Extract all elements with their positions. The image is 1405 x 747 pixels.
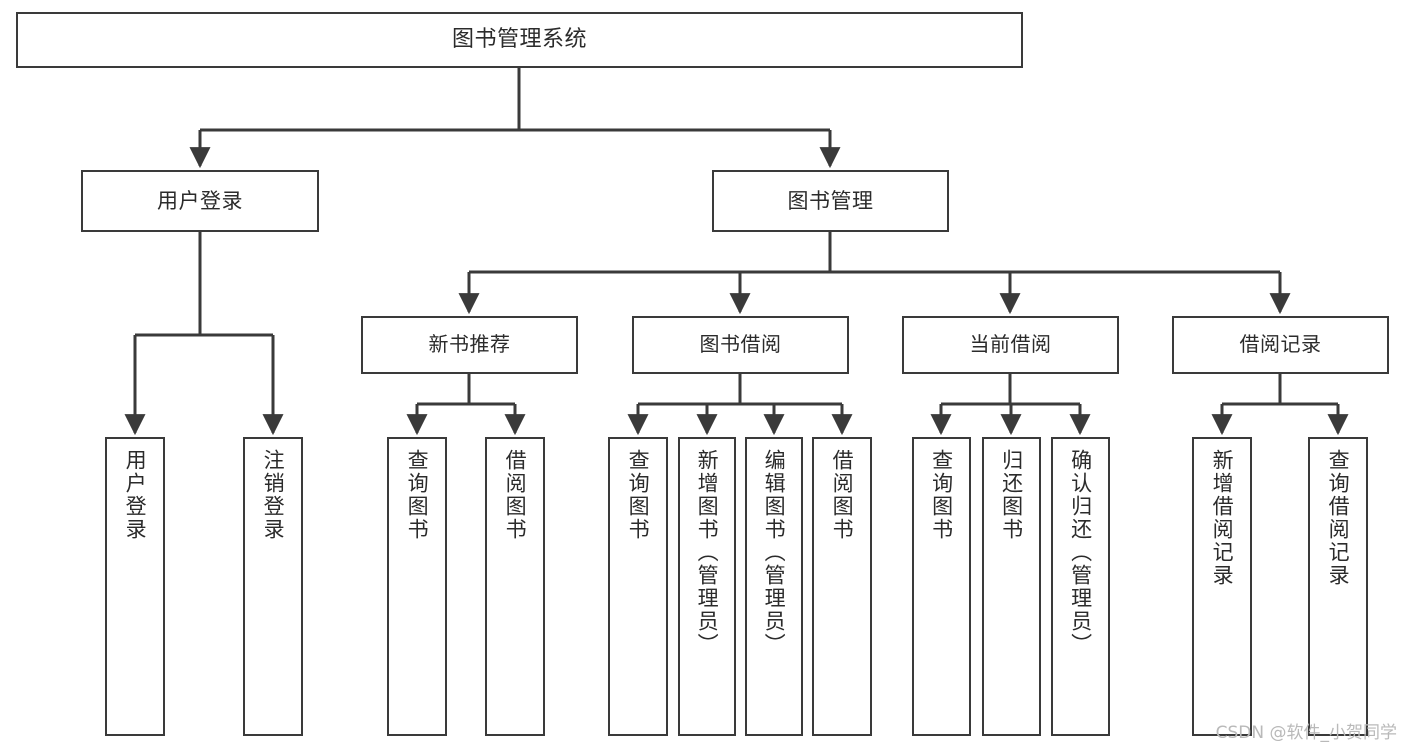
leaf-add-book-admin[interactable]: 新增图书（管理员） (678, 437, 736, 736)
leaf-return-book-label: 归还图书 (999, 449, 1024, 541)
leaf-borrow-book-label: 借阅图书 (830, 449, 855, 541)
leaf-query-book-current-label: 查询图书 (929, 449, 954, 541)
leaf-add-book-admin-label: 新增图书（管理员） (695, 449, 720, 656)
leaf-borrow-book-recommend[interactable]: 借阅图书 (485, 437, 545, 736)
node-borrow-record-label: 借阅记录 (1239, 332, 1322, 357)
node-book-borrow-label: 图书借阅 (699, 332, 782, 357)
node-user-login[interactable]: 用户登录 (81, 170, 319, 232)
leaf-confirm-return-admin-label: 确认归还（管理员） (1068, 449, 1093, 656)
leaf-add-borrow-record-label: 新增借阅记录 (1210, 449, 1235, 587)
leaf-user-login-label: 用户登录 (123, 449, 148, 541)
node-current-borrow-label: 当前借阅 (969, 332, 1052, 357)
leaf-query-book-recommend-label: 查询图书 (405, 449, 430, 541)
node-current-borrow[interactable]: 当前借阅 (902, 316, 1119, 374)
leaf-query-borrow-record-label: 查询借阅记录 (1326, 449, 1351, 587)
leaf-query-book-current[interactable]: 查询图书 (912, 437, 971, 736)
watermark: CSDN @软件_小贺同学 (1215, 723, 1397, 743)
leaf-confirm-return-admin[interactable]: 确认归还（管理员） (1051, 437, 1110, 736)
node-user-login-label: 用户登录 (157, 188, 243, 213)
node-book-management[interactable]: 图书管理 (712, 170, 949, 232)
leaf-logout-label: 注销登录 (261, 449, 286, 541)
leaf-query-book-recommend[interactable]: 查询图书 (387, 437, 447, 736)
leaf-add-borrow-record[interactable]: 新增借阅记录 (1192, 437, 1252, 736)
leaf-borrow-book[interactable]: 借阅图书 (812, 437, 872, 736)
leaf-edit-book-admin-label: 编辑图书（管理员） (762, 449, 787, 656)
node-book-management-label: 图书管理 (787, 188, 874, 213)
node-borrow-record[interactable]: 借阅记录 (1172, 316, 1389, 374)
leaf-query-book-borrow-label: 查询图书 (626, 449, 651, 541)
leaf-query-book-borrow[interactable]: 查询图书 (608, 437, 668, 736)
node-root[interactable]: 图书管理系统 (16, 12, 1023, 68)
leaf-query-borrow-record[interactable]: 查询借阅记录 (1308, 437, 1368, 736)
node-book-borrow[interactable]: 图书借阅 (632, 316, 849, 374)
node-root-label: 图书管理系统 (451, 27, 587, 53)
node-new-book-recommend-label: 新书推荐 (428, 332, 511, 357)
node-new-book-recommend[interactable]: 新书推荐 (361, 316, 578, 374)
leaf-edit-book-admin[interactable]: 编辑图书（管理员） (745, 437, 803, 736)
leaf-user-login[interactable]: 用户登录 (105, 437, 165, 736)
leaf-return-book[interactable]: 归还图书 (982, 437, 1041, 736)
leaf-logout[interactable]: 注销登录 (243, 437, 303, 736)
leaf-borrow-book-recommend-label: 借阅图书 (503, 449, 528, 541)
